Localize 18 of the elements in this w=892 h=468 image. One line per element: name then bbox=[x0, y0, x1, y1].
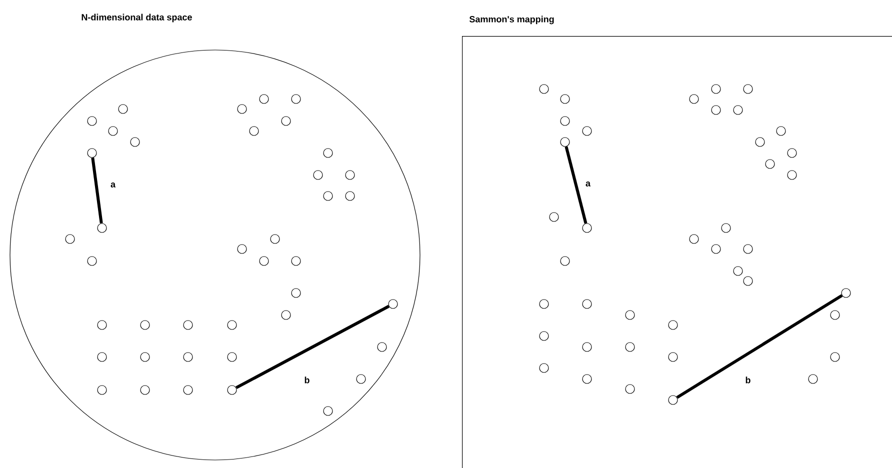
edge-label: a bbox=[110, 182, 117, 188]
distance-line bbox=[564, 146, 588, 224]
node-label: N-dimensional data space bbox=[82, 14, 192, 22]
edge-label: b bbox=[744, 376, 752, 384]
data-point bbox=[87, 148, 97, 158]
data-point bbox=[227, 385, 237, 395]
node-label: Sammon's mapping bbox=[469, 16, 554, 24]
data-point bbox=[97, 223, 107, 233]
edge-label: a bbox=[584, 180, 592, 188]
data-point bbox=[560, 137, 570, 147]
distance-line bbox=[236, 304, 390, 390]
data-point bbox=[388, 299, 398, 309]
edge-label: b bbox=[303, 376, 311, 384]
distance-line bbox=[676, 294, 843, 399]
data-point bbox=[668, 395, 678, 405]
distance-line bbox=[91, 158, 103, 224]
data-point bbox=[841, 288, 851, 298]
data-point bbox=[582, 223, 592, 233]
